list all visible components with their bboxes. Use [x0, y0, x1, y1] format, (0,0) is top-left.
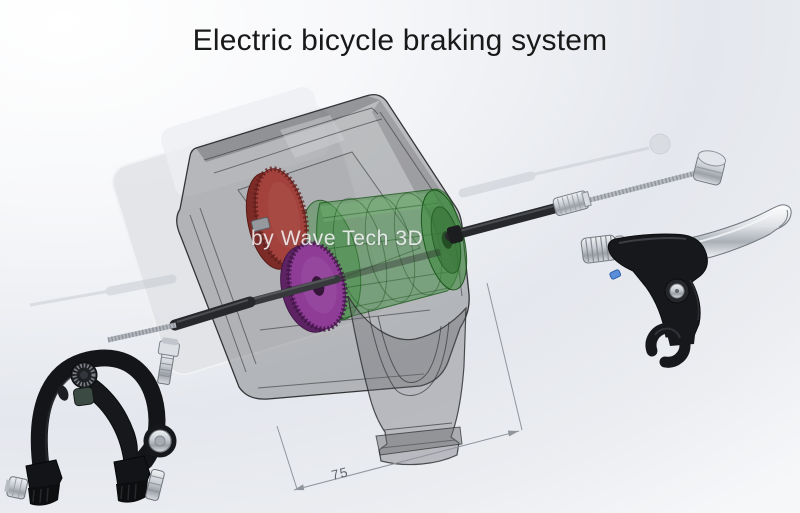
axle-nut-left [4, 476, 29, 500]
mounting-bolt [157, 337, 180, 385]
lever-pivot-bolt [664, 278, 690, 304]
caliper-front-arm [79, 371, 138, 463]
ghost-cable-upper [458, 133, 671, 198]
ghost-cable-left [29, 274, 177, 307]
cable-hanger [57, 385, 69, 401]
gear-teeth [286, 240, 348, 332]
drive-shaft [243, 248, 441, 307]
gear-red [245, 166, 310, 270]
axle-nut-right [145, 468, 165, 501]
blue-set-screw [609, 269, 622, 280]
brake-caliper [4, 337, 180, 506]
caliper-pivot-bolt [143, 424, 177, 458]
dimension-annotation: 75 [276, 282, 523, 491]
adjuster-dial [70, 361, 98, 389]
page-title: Electric bicycle braking system [192, 24, 608, 57]
brake-cable-right [445, 150, 727, 244]
handlebar-clamp-ring [645, 322, 691, 368]
lever-body [607, 233, 708, 338]
cable-end-barrel [692, 150, 727, 186]
brake-pad-right [113, 455, 151, 503]
brake-lever [580, 204, 792, 368]
dimension-label: 75 [330, 464, 350, 483]
brake-pad-left [25, 459, 63, 506]
cable-ferrule [552, 190, 592, 216]
brake-cable-left [107, 296, 256, 343]
adjuster-barrel [72, 386, 95, 407]
gear-shaft-stub [250, 216, 271, 232]
shaft-collar [446, 225, 464, 244]
ghost-cable-ball [649, 133, 671, 155]
rotor-green [300, 188, 468, 321]
mounting-bracket [347, 295, 467, 466]
